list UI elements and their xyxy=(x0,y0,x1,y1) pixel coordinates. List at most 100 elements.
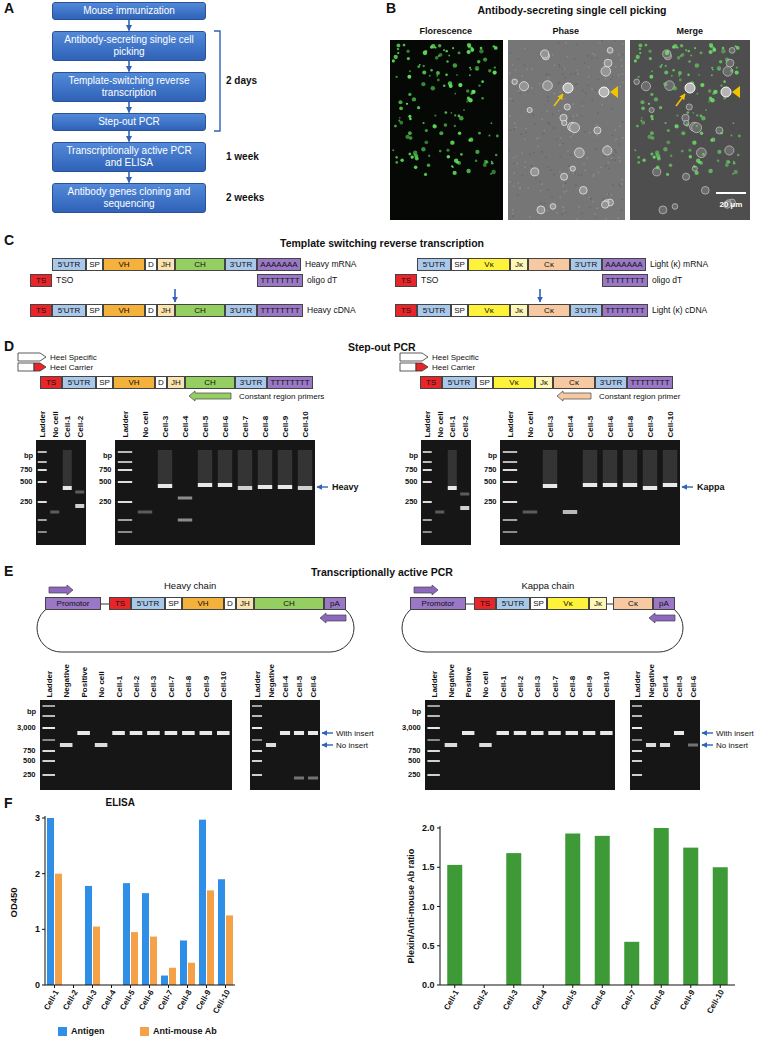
pointer-triangle xyxy=(732,86,740,98)
molecule-label: oligo dT xyxy=(652,276,682,286)
fluorescent-spot xyxy=(422,71,426,75)
phase-texture xyxy=(574,58,576,60)
node-text: JH xyxy=(240,599,250,608)
scale-label: 20 µm xyxy=(720,200,743,209)
fluorescent-spot xyxy=(653,155,656,158)
fluorescent-spot xyxy=(735,71,739,75)
fluorescent-spot xyxy=(421,147,425,151)
fluorescent-spot xyxy=(651,118,654,121)
fluorescent-spot xyxy=(686,123,690,127)
lane-label: Cell-2 xyxy=(516,675,525,697)
node-text: Jκ xyxy=(594,599,602,608)
fluorescent-spot xyxy=(463,109,465,111)
bar xyxy=(683,848,698,985)
gene-segment: 5'UTR xyxy=(52,258,86,271)
cell xyxy=(692,166,697,171)
phase-texture xyxy=(611,76,613,78)
gel-band xyxy=(238,450,252,486)
fluorescent-spot xyxy=(433,124,437,128)
fluorescent-spot xyxy=(634,59,637,62)
lane-label: Ladder xyxy=(506,410,515,437)
phase-texture xyxy=(512,215,514,217)
fluorescent-spot xyxy=(453,63,458,68)
fluorescent-spot xyxy=(454,93,456,95)
gel-band xyxy=(130,731,143,735)
gene-segment: 5'UTR xyxy=(62,376,96,389)
phase-texture xyxy=(513,172,515,174)
phase-texture xyxy=(610,77,612,79)
gene-segment: 3'UTR xyxy=(225,258,257,271)
category-label: Cell-2 xyxy=(61,988,80,1011)
fluorescent-spot xyxy=(711,137,715,141)
phase-texture xyxy=(562,74,564,76)
tick-label: 1.0 xyxy=(422,902,435,912)
node-text: SP xyxy=(89,260,100,269)
cell xyxy=(562,120,567,125)
fluorescent-spot xyxy=(484,160,488,164)
gel-band xyxy=(238,486,252,490)
fluorescent-spot xyxy=(648,103,650,105)
fluorescent-spot xyxy=(677,47,679,49)
cell xyxy=(729,47,735,53)
gel-band xyxy=(663,483,677,487)
category-label: Cell-10 xyxy=(705,988,726,1015)
category-label: Cell-2 xyxy=(471,988,490,1011)
fluorescent-spot xyxy=(489,135,491,137)
axis-tick xyxy=(206,985,207,988)
node-text: JH xyxy=(171,378,181,387)
size-marker: 750 xyxy=(408,747,421,756)
fluorescent-spot xyxy=(409,70,411,72)
node-text: Cκ xyxy=(569,378,579,387)
axis-tick xyxy=(720,985,721,988)
cell xyxy=(519,82,528,91)
phase-texture xyxy=(563,206,565,208)
lane-label: Cell-9 xyxy=(281,415,290,437)
fluorescent-spot xyxy=(720,132,723,135)
node-text: SP xyxy=(168,599,179,608)
axis-line xyxy=(440,826,735,985)
vector-primer xyxy=(49,585,73,595)
molecule-label: TSO xyxy=(421,276,438,286)
gel-band xyxy=(38,469,47,471)
gel-band xyxy=(308,731,318,735)
fluorescent-spot xyxy=(696,93,698,95)
phase-texture xyxy=(512,213,514,215)
fluorescent-spot xyxy=(459,116,464,121)
gel-image xyxy=(421,440,471,545)
phase-texture xyxy=(620,59,622,61)
lane-label: No cell xyxy=(50,411,59,437)
gel-band xyxy=(118,481,132,483)
fluorescent-spot xyxy=(446,149,449,152)
gel-band xyxy=(38,531,47,533)
gene-segment: VH xyxy=(182,597,224,610)
gel-band xyxy=(294,731,304,735)
phase-texture xyxy=(562,68,564,70)
phase-texture xyxy=(622,81,624,83)
picked-cell xyxy=(599,87,609,97)
gel-band xyxy=(600,731,612,735)
node-text: SP xyxy=(99,378,110,387)
gel-background xyxy=(421,440,471,545)
gel-band xyxy=(423,469,432,471)
node-text: D xyxy=(227,599,233,608)
phase-texture xyxy=(522,175,524,177)
lane-label: Cell-5 xyxy=(586,415,595,437)
gene-segment: AAAAAAA xyxy=(257,258,301,271)
gel-band xyxy=(266,743,276,747)
gel-band xyxy=(38,451,47,453)
fluorescent-spot xyxy=(677,56,681,60)
bar xyxy=(654,828,669,985)
fluorescent-spot xyxy=(438,44,442,48)
category-label: Cell-8 xyxy=(175,988,194,1011)
gel-band xyxy=(427,750,439,752)
fluorescent-spot xyxy=(494,66,496,68)
fluorescent-spot xyxy=(475,150,479,154)
fluorescent-spot xyxy=(477,60,481,64)
gel-band xyxy=(448,450,457,486)
gel-background xyxy=(250,700,320,790)
phase-texture xyxy=(603,198,605,200)
phase-texture xyxy=(540,202,542,204)
fluorescent-spot xyxy=(483,163,487,167)
panel-title: Step-out PCR xyxy=(348,341,416,353)
phase-texture xyxy=(597,78,599,80)
